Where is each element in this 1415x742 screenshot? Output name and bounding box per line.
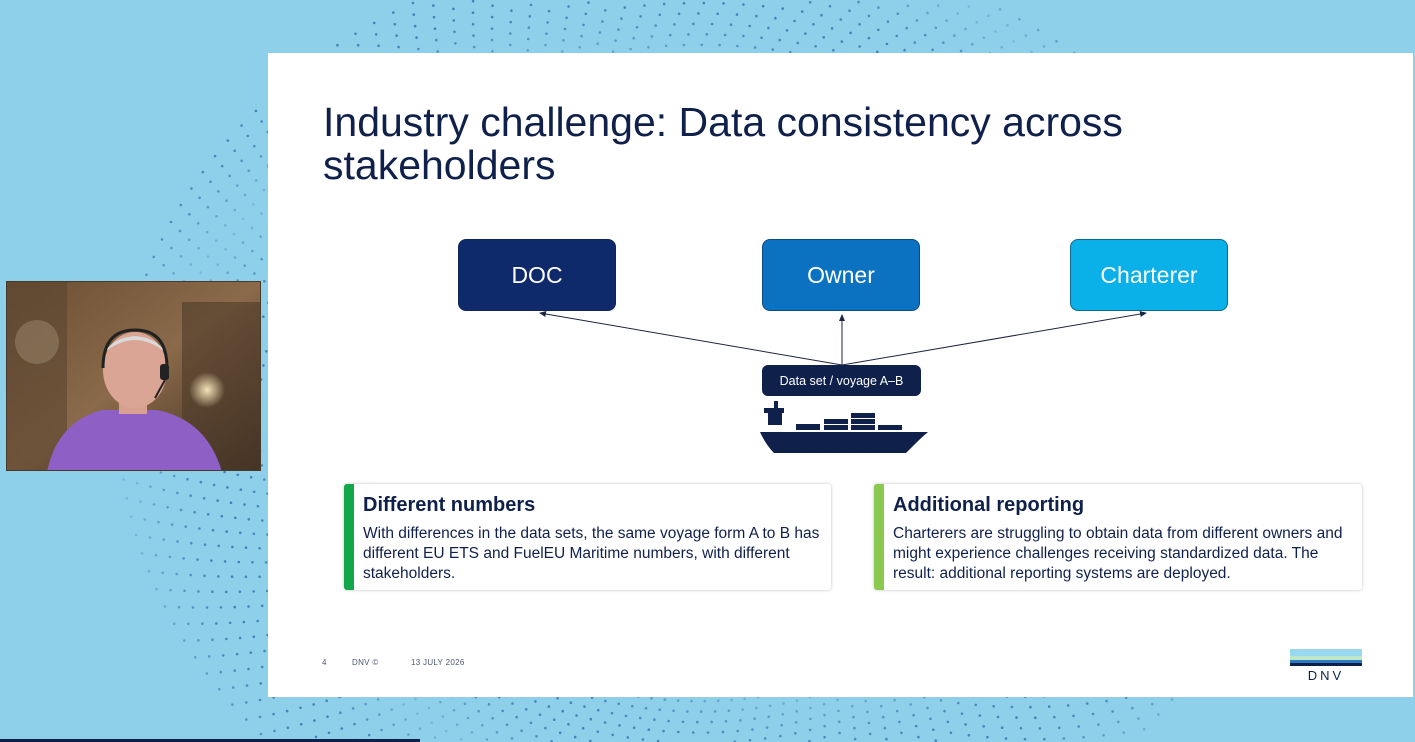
node-doc: DOC <box>458 239 616 311</box>
dataset-voyage-label: Data set / voyage A–B <box>762 365 921 396</box>
slide-title: Industry challenge: Data consistency acr… <box>323 101 1223 187</box>
logo-stripe-navy <box>1290 663 1362 666</box>
arrow-to-charterer <box>841 311 1147 366</box>
logo-stripe-green <box>1290 656 1362 660</box>
footer-date: 13 JULY 2026 <box>411 658 465 667</box>
presenter-webcam <box>6 281 261 471</box>
logo-text: DNV <box>1307 668 1345 683</box>
logo-stripe-blue <box>1290 660 1362 663</box>
card-accent-bar <box>344 484 354 590</box>
diagram-arrows <box>539 311 1147 366</box>
node-owner: Owner <box>762 239 920 311</box>
logo-stripe-light <box>1290 649 1362 656</box>
dnv-logo: DNV <box>1290 649 1362 685</box>
card-accent-bar <box>874 484 884 590</box>
card-different-numbers: Different numbers With differences in th… <box>344 484 831 590</box>
card-body: Charterers are struggling to obtain data… <box>893 525 1343 582</box>
footer-brand: DNV © <box>352 658 379 667</box>
presentation-slide: Industry challenge: Data consistency acr… <box>268 53 1413 697</box>
container-ship-icon <box>760 401 928 453</box>
footer-page-number: 4 <box>322 658 327 667</box>
card-heading: Different numbers <box>363 494 536 516</box>
card-body: With differences in the data sets, the s… <box>363 525 820 582</box>
card-additional-reporting: Additional reporting Charterers are stru… <box>874 484 1362 590</box>
slide-title-line-2: stakeholders <box>323 142 556 188</box>
node-charterer: Charterer <box>1070 239 1228 311</box>
webcam-video-frame <box>7 282 260 470</box>
bottom-edge-bar <box>0 739 420 742</box>
slide-title-line-1: Industry challenge: Data consistency acr… <box>323 99 1123 145</box>
arrow-to-doc <box>539 311 843 366</box>
card-heading: Additional reporting <box>893 494 1085 516</box>
